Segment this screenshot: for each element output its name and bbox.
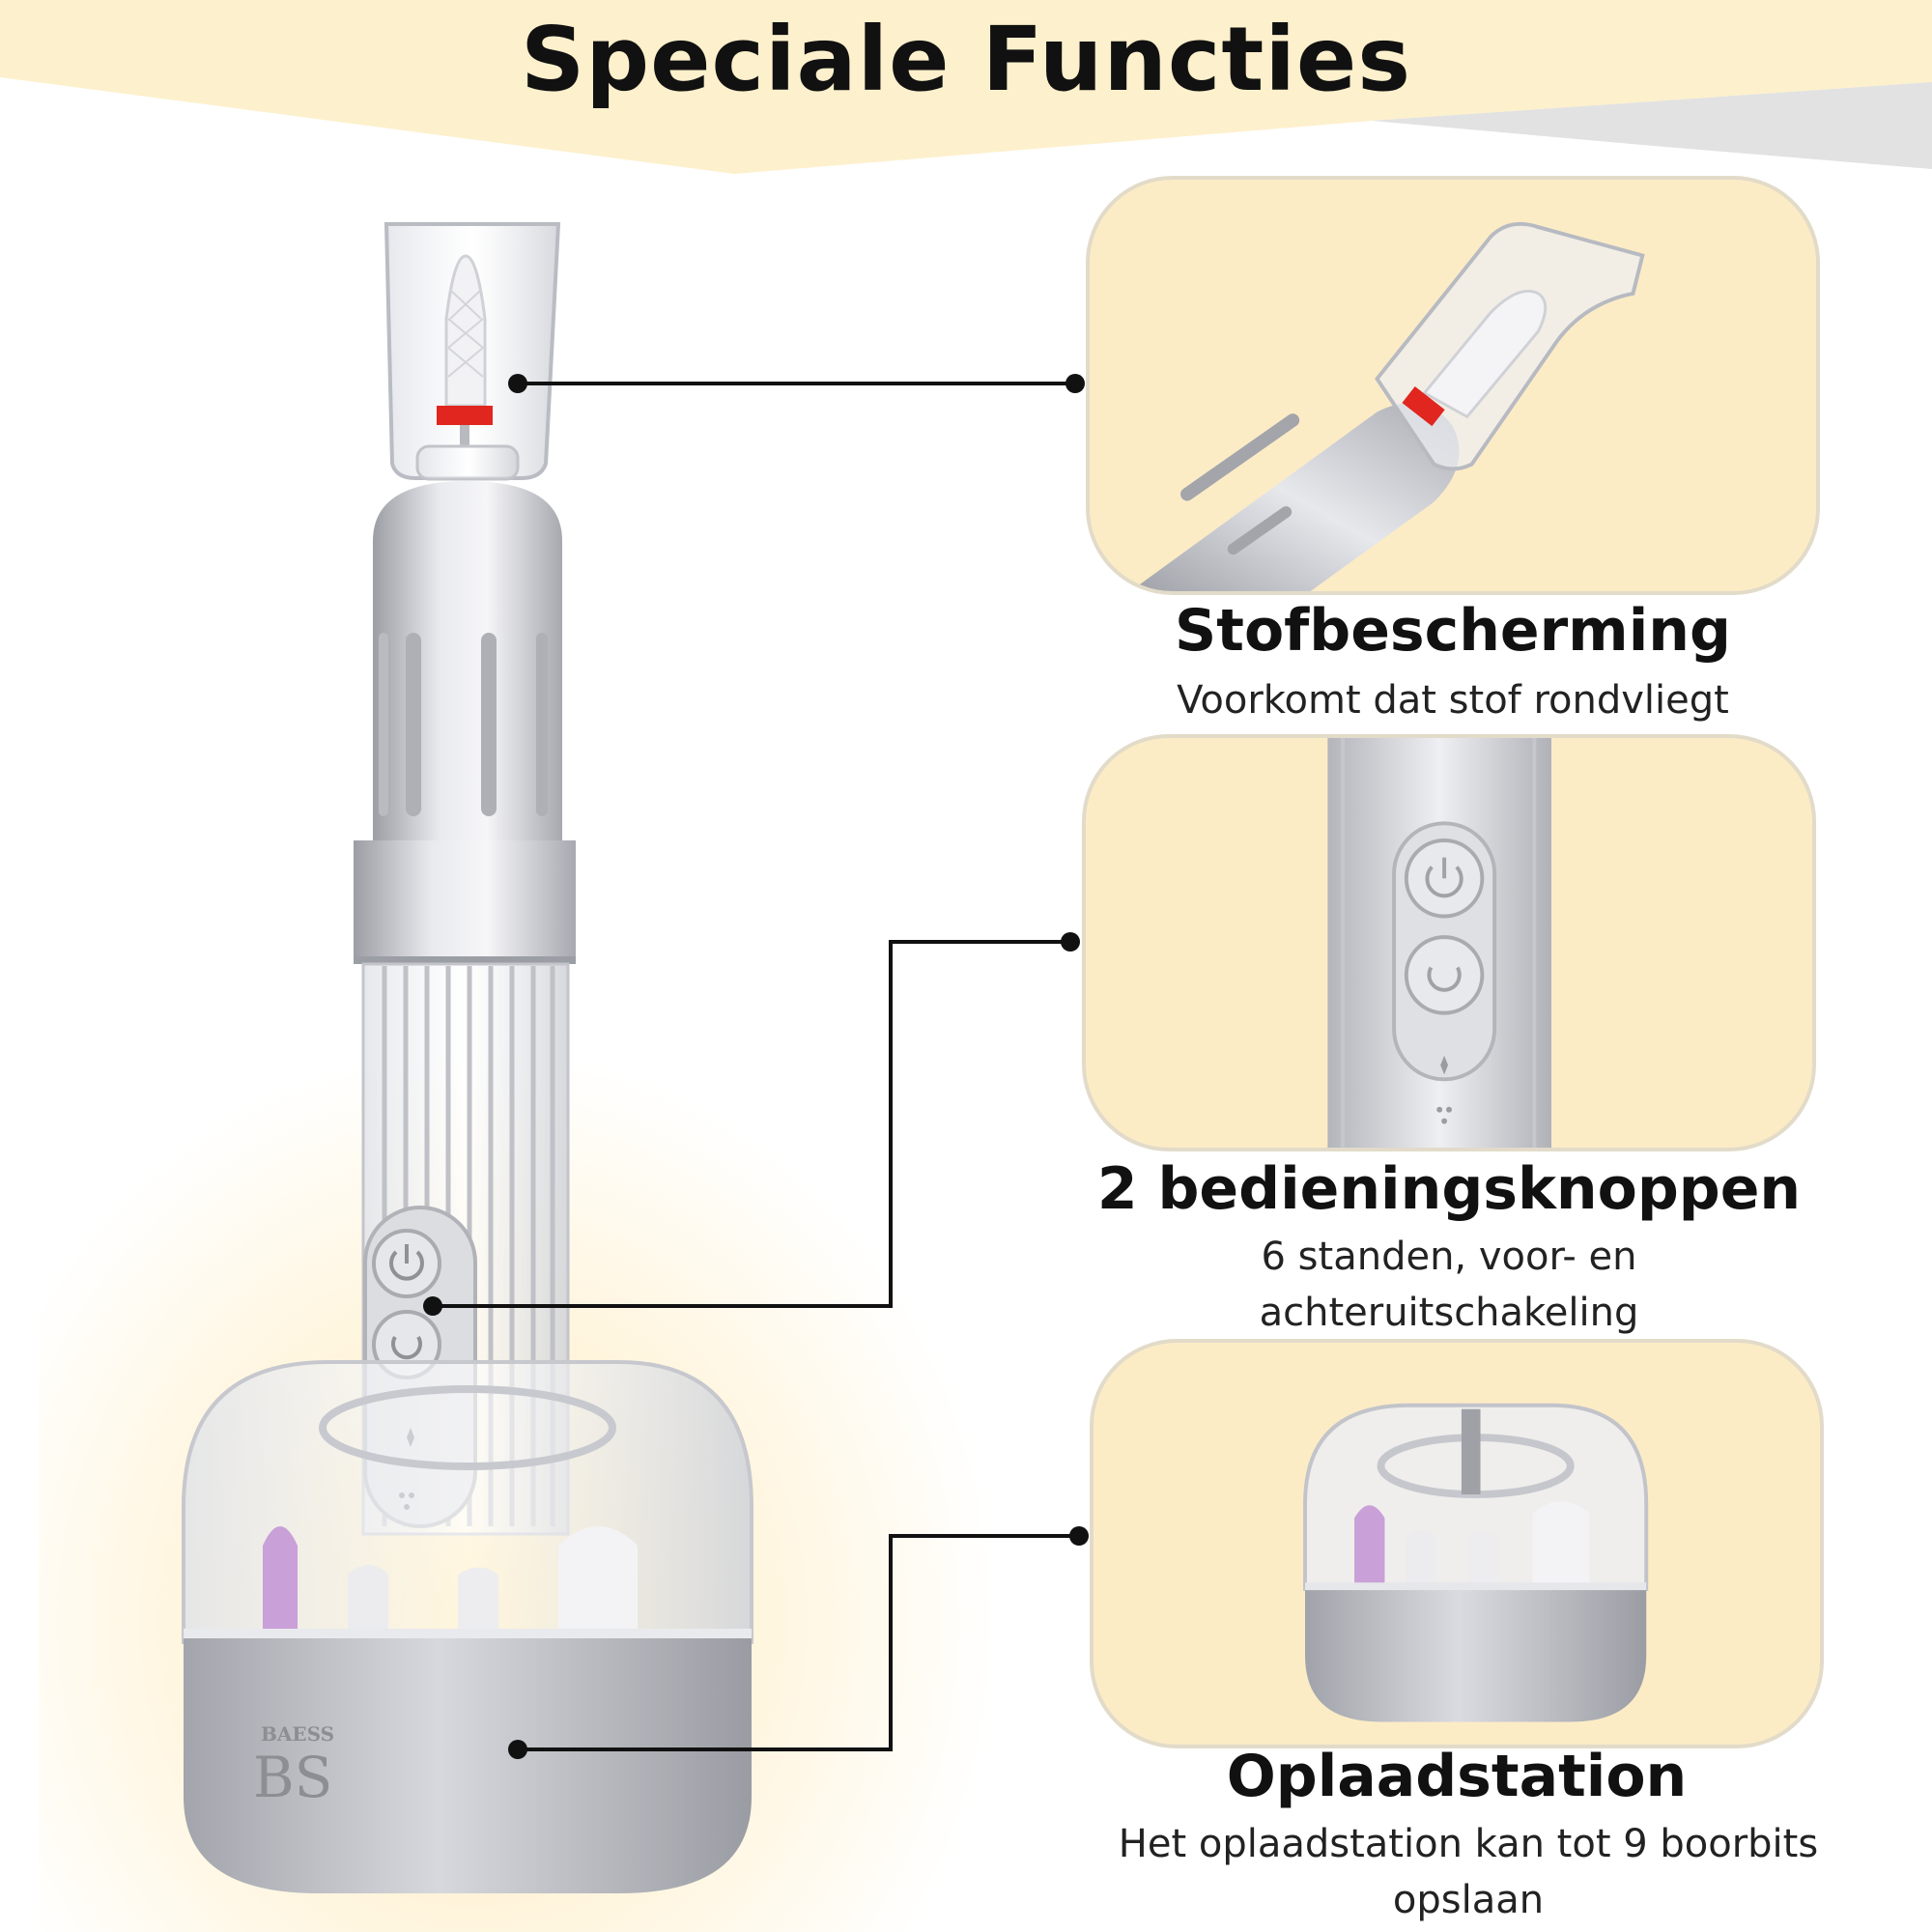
brand-logo-text: BAESS — [261, 1722, 334, 1746]
brand-logo-mark: BS — [253, 1745, 332, 1810]
page-title: Speciale Functies — [520, 8, 1412, 111]
feature-desc-dust-guard: Voorkomt dat stof rondvliegt — [1177, 678, 1729, 723]
feature-panel-charging-station — [1090, 1339, 1824, 1748]
feature-desc-control-buttons-line-2: achteruitschakeling — [1259, 1291, 1639, 1335]
dust-guard-closeup-icon — [1130, 221, 1645, 591]
top-banner — [0, 0, 1932, 174]
feature-title-charging-station: Oplaadstation — [1226, 1743, 1688, 1810]
charging-station-closeup-icon — [1303, 1403, 1649, 1722]
control-buttons-closeup-icon — [1327, 738, 1551, 1148]
feature-desc-control-buttons-line-1: 6 standen, voor- en — [1261, 1235, 1637, 1279]
feature-panel-dust-guard — [1086, 176, 1820, 595]
feature-title-control-buttons: 2 bedieningsknoppen — [1096, 1155, 1802, 1223]
nail-drill-product-image: BAESS BS — [182, 222, 753, 1893]
feature-desc-charging-station-line-2: opslaan — [1392, 1878, 1545, 1922]
feature-desc-charging-station-line-1: Het oplaadstation kan tot 9 boorbits — [1118, 1822, 1819, 1866]
feature-title-dust-guard: Stofbescherming — [1175, 597, 1731, 665]
feature-panel-control-buttons — [1082, 734, 1816, 1151]
